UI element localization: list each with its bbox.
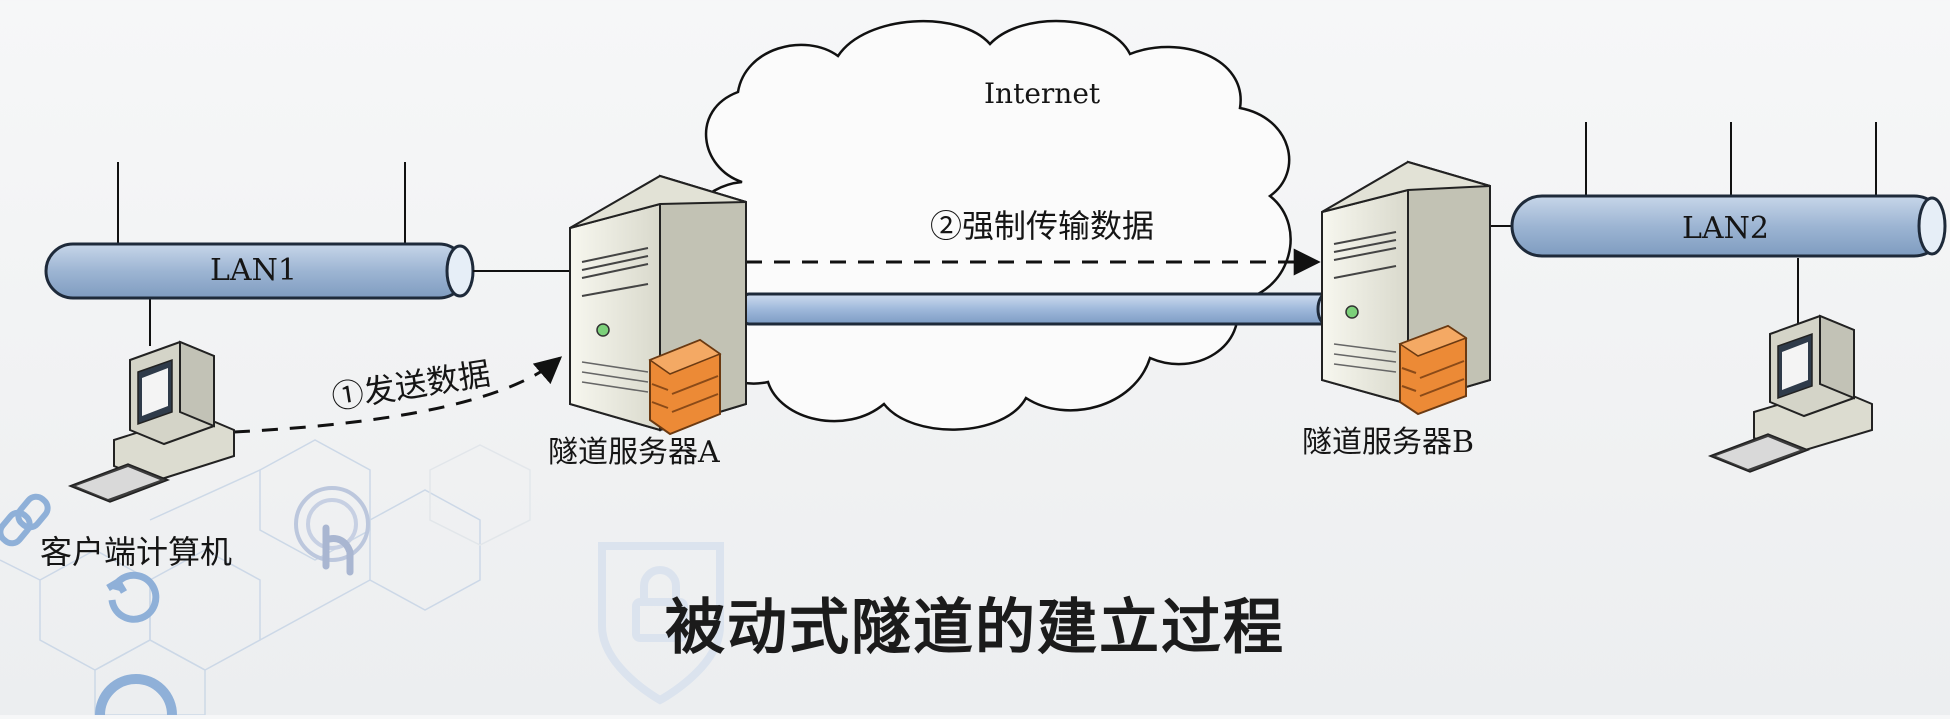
firewall-icon-a xyxy=(648,338,722,436)
lan2-computer-icon xyxy=(1707,314,1873,473)
lan1-label: LAN1 xyxy=(210,253,297,288)
lan2-label: LAN2 xyxy=(1682,211,1769,246)
lan2-pipe xyxy=(1488,122,1947,326)
firewall-icon-b xyxy=(1398,324,1468,416)
step2-label: ②强制传输数据 xyxy=(930,207,1155,245)
tunnel-server-b-label: 隧道服务器B xyxy=(1302,425,1475,460)
tunnel-server-a-label: 隧道服务器A xyxy=(548,435,720,470)
slide-caption: 被动式隧道的建立过程 xyxy=(665,593,1285,663)
shield-lock-icon xyxy=(598,542,724,705)
link-icon xyxy=(0,493,51,547)
partial-circle-icon xyxy=(95,674,177,716)
internet-label: Internet xyxy=(984,77,1101,110)
background-hex-decoration xyxy=(0,439,531,716)
refresh-icon xyxy=(106,571,160,623)
client-computer-label: 客户端计算机 xyxy=(40,533,233,571)
touch-icon xyxy=(294,486,370,576)
lan1-pipe xyxy=(44,162,572,346)
tunnel-pipe xyxy=(742,292,1336,326)
client-computer-icon xyxy=(67,340,235,503)
